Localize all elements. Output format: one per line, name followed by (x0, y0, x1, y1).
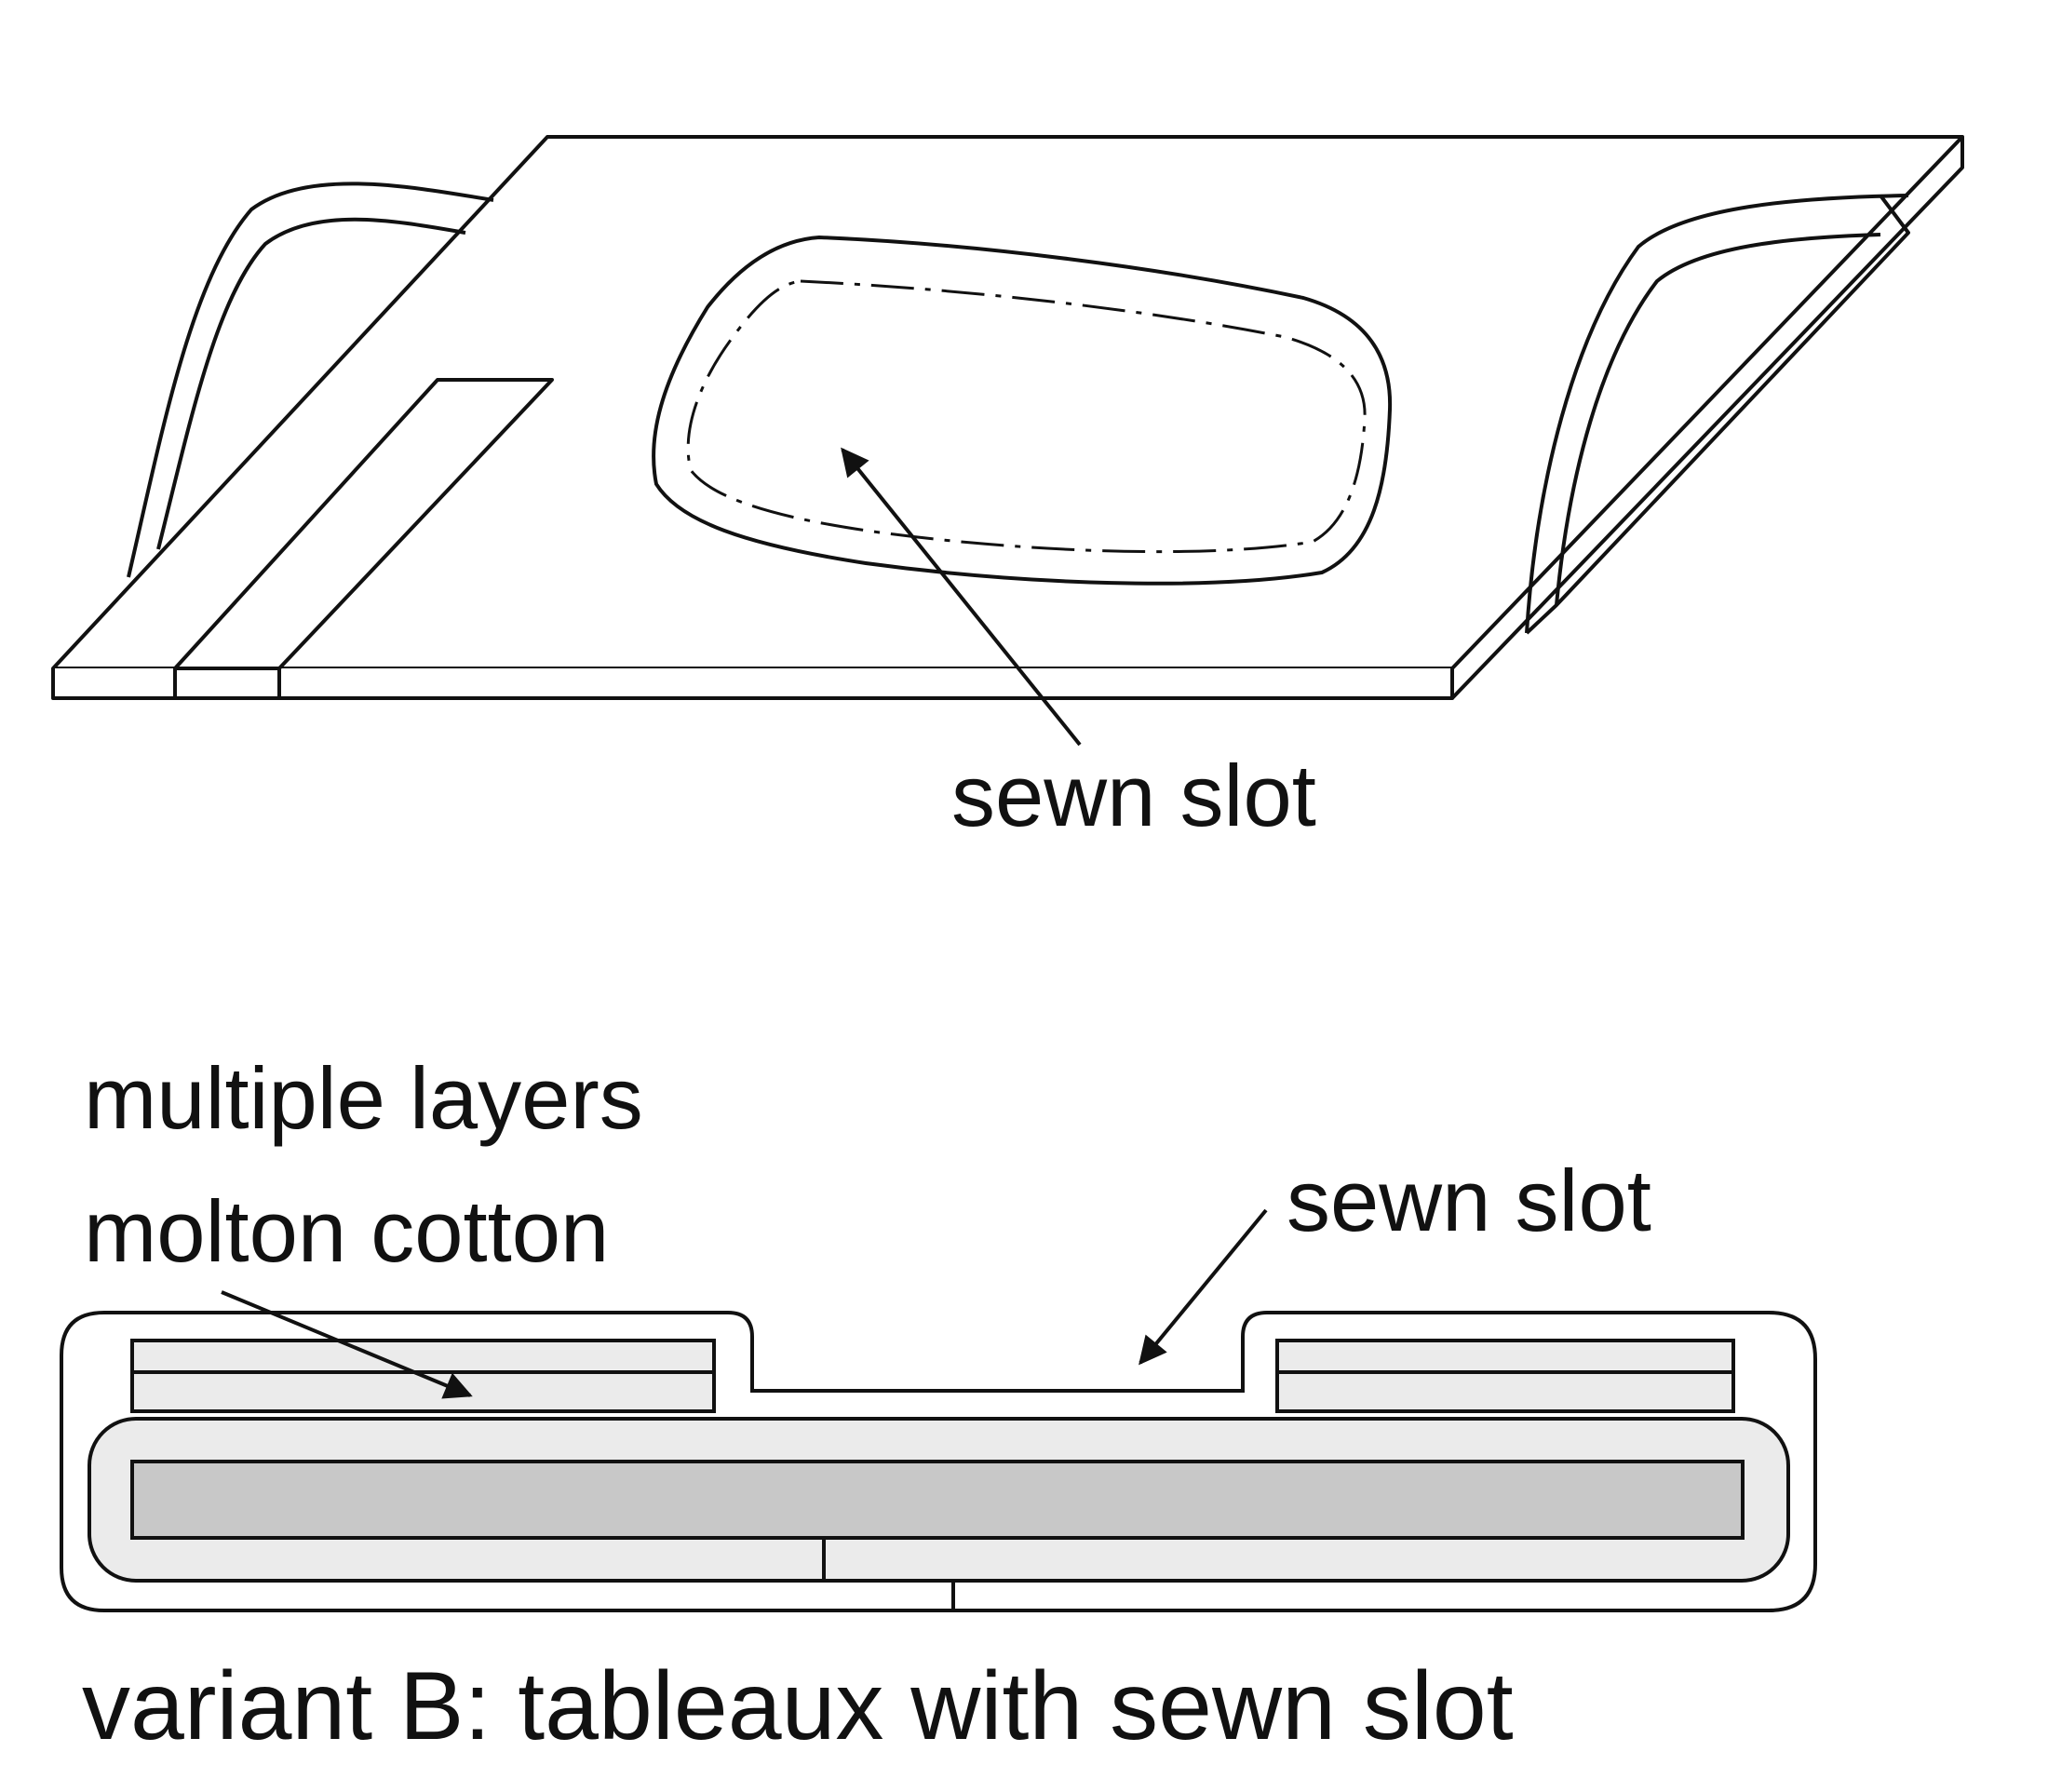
right-padding-layer-top (1275, 1339, 1735, 1374)
rigid-board (130, 1460, 1745, 1540)
caption: variant B: tableaux with sewn slot (82, 1652, 1514, 1760)
right-padding-layer-bottom (1275, 1370, 1735, 1413)
left-padding-layer-bottom (130, 1370, 716, 1413)
board-slit-strip (173, 378, 554, 670)
sewn-slot-outline (652, 236, 1393, 586)
isometric-tableau (51, 135, 1964, 700)
right-handle-strap (1525, 194, 1910, 635)
layers-label-line1: multiple layers (84, 1049, 643, 1147)
left-handle-outer (127, 182, 494, 578)
right-handle-inner (1555, 233, 1881, 606)
layers-label-line2: molton cotton (84, 1182, 609, 1280)
bottom-slot-label: sewn slot (1287, 1152, 1651, 1249)
cross-section (60, 1311, 1817, 1612)
board-side-edge (1450, 137, 1964, 700)
top-slot-arrow (841, 447, 1082, 747)
left-handle-inner (156, 217, 466, 550)
right-handle-outer (1525, 194, 1909, 634)
bottom-slot-arrow (1139, 1208, 1268, 1366)
sewn-slot-seam (686, 279, 1367, 554)
left-padding-layer-top (130, 1339, 716, 1374)
board-front-edge (51, 668, 1454, 700)
top-slot-label: sewn slot (951, 747, 1316, 844)
layers-arrow (221, 1290, 473, 1399)
